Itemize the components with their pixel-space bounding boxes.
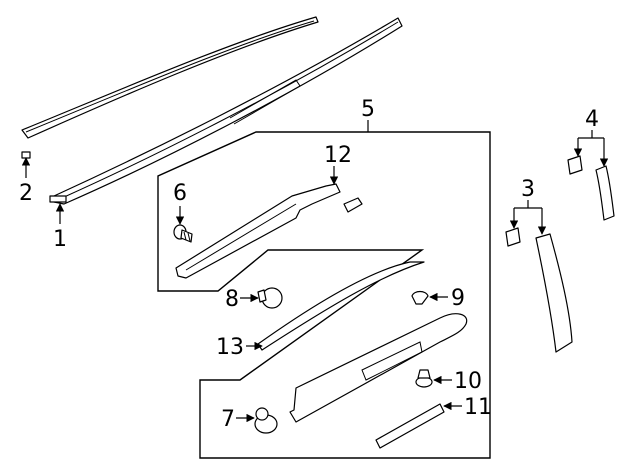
callout-6: 6 — [173, 181, 187, 206]
callout-1: 1 — [53, 227, 67, 252]
kit-boundary — [157, 131, 491, 459]
pillar-trim-lower — [289, 313, 468, 423]
clip-8 — [257, 287, 283, 309]
roof-molding-lower — [49, 17, 403, 205]
pillar-garnish-3 — [505, 227, 573, 353]
pad — [343, 197, 363, 213]
callout-5: 5 — [361, 97, 375, 122]
screw — [173, 224, 193, 243]
callout-2: 2 — [19, 181, 33, 206]
callout-4: 4 — [585, 107, 599, 132]
callout-9: 9 — [451, 286, 465, 311]
leaders — [21, 120, 609, 423]
roof-molding-upper — [21, 16, 319, 159]
callout-7: 7 — [221, 407, 235, 432]
clip-9 — [411, 290, 429, 305]
callout-13: 13 — [216, 335, 244, 360]
callout-10: 10 — [454, 369, 482, 394]
pillar-trim-upper — [175, 183, 341, 279]
callout-3: 3 — [521, 177, 535, 202]
strip-11 — [375, 403, 445, 449]
callout-11: 11 — [464, 395, 492, 420]
weatherstrip — [257, 261, 425, 351]
callout-12: 12 — [324, 143, 352, 168]
clip-7 — [254, 407, 278, 434]
pillar-garnish-4 — [567, 155, 615, 221]
clip-10 — [415, 369, 433, 388]
callout-8: 8 — [225, 287, 239, 312]
